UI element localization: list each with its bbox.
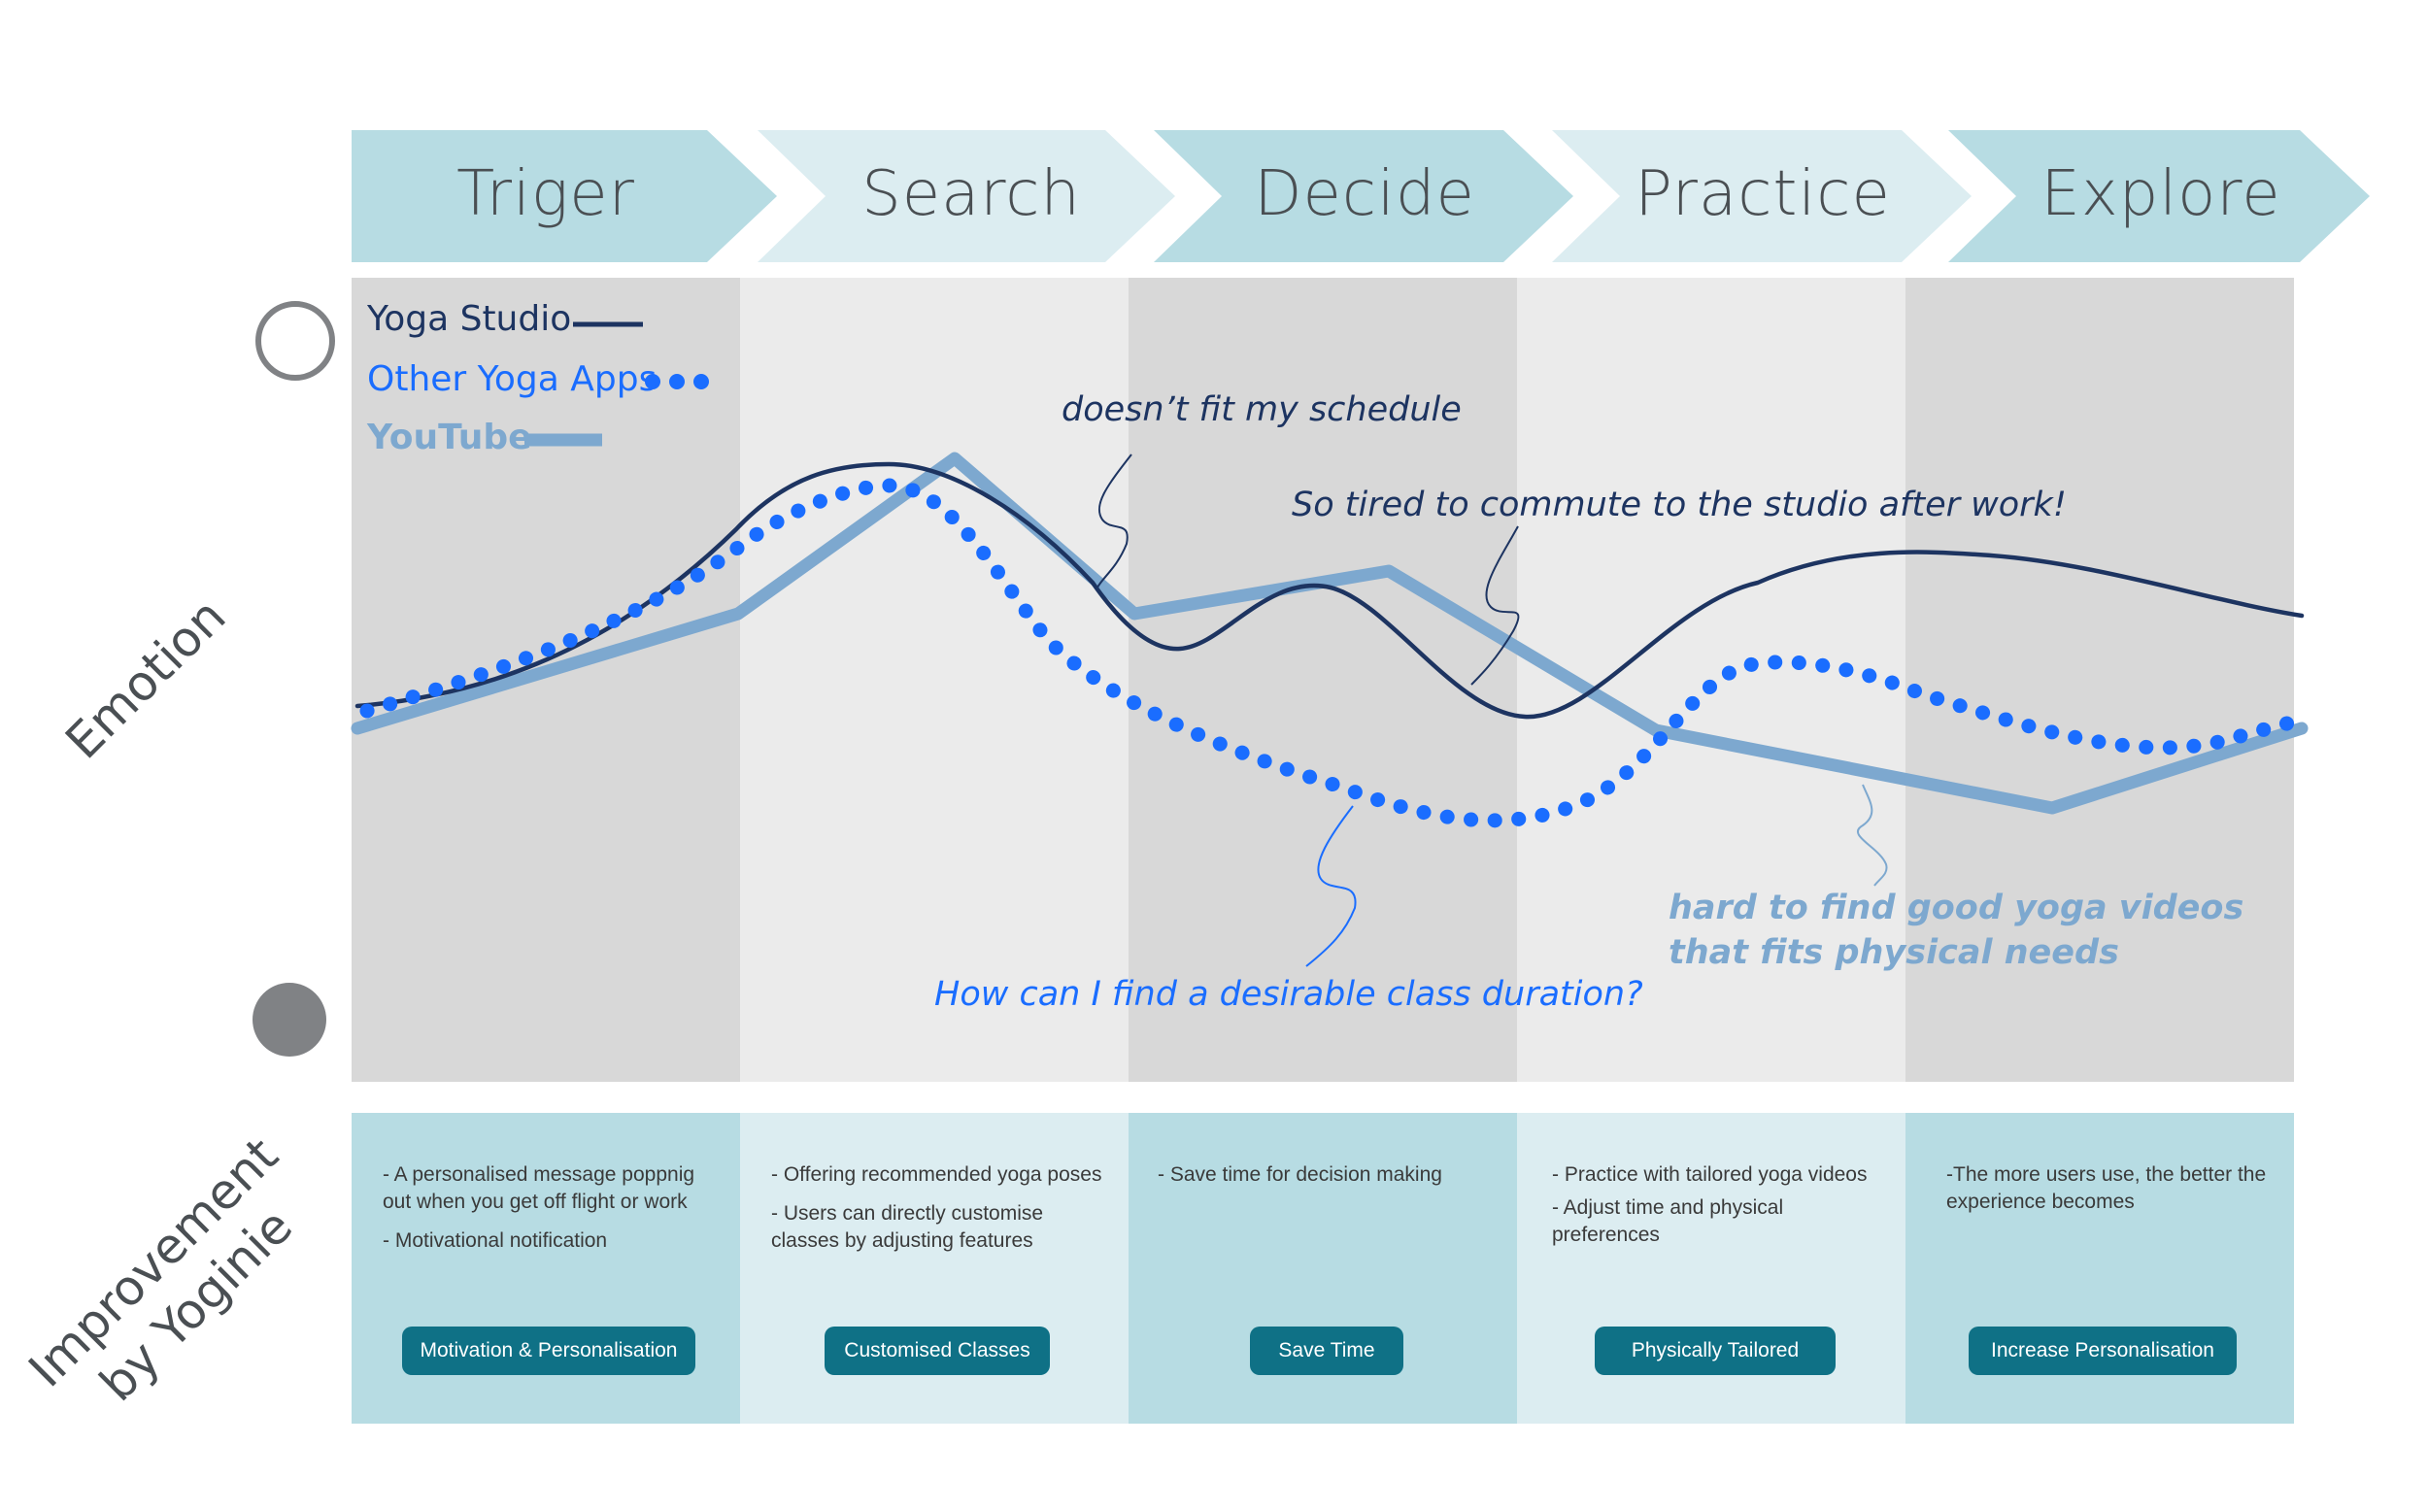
stage-search-label: Search: [861, 158, 1081, 230]
pointer-commute: [1470, 525, 1520, 686]
emotion-panel-triger: [352, 278, 740, 1082]
legend-other-yoga-apps: Other Yoga Apps: [367, 359, 658, 399]
yoga-studio-line: [354, 461, 2305, 720]
improvement-point: - Practice with tailored yoga videos: [1552, 1163, 1868, 1186]
improvement-search: - Offering recommended yoga poses - User…: [740, 1115, 1129, 1426]
stage-practice-label: Practice: [1635, 158, 1891, 230]
emotion-panel-search: [740, 278, 1129, 1082]
legend-youtube: YouTube: [367, 418, 532, 457]
emotion-panel-explore: [1905, 278, 2294, 1082]
annotation-videos-line1: hard to find good yoga videos: [1669, 889, 2244, 927]
improvement-points: - Offering recommended yoga poses - User…: [771, 1161, 1111, 1266]
customised-classes-button[interactable]: Customised Classes: [825, 1327, 1050, 1375]
improvement-point: - Motivational notification: [383, 1229, 608, 1252]
stage-chevron-practice: [1552, 130, 1972, 262]
improvement-point: -The more users use, the better the expe…: [1946, 1163, 2267, 1213]
improvement-points: - A personalised message poppnig out whe…: [383, 1161, 723, 1266]
stage-triger-label: Triger: [456, 158, 635, 230]
increase-personalisation-button[interactable]: Increase Personalisation: [1969, 1327, 2237, 1375]
pointer-duration: [1305, 805, 1357, 967]
annotation-videos: hard to find good yoga videos that fits …: [1669, 886, 2243, 975]
improvement-points: - Save time for decision making: [1158, 1161, 1500, 1200]
stage-chevron-search: [758, 130, 1175, 262]
smiley-face-icon: [255, 301, 335, 381]
annotation-schedule: doesn’t fit my schedule: [1062, 390, 1462, 429]
pointer-schedule: [1096, 454, 1132, 588]
improvement-point: - A personalised message poppnig out whe…: [383, 1163, 695, 1213]
save-time-button[interactable]: Save Time: [1250, 1327, 1403, 1375]
physically-tailored-button[interactable]: Physically Tailored: [1595, 1327, 1836, 1375]
sad-face-icon: [253, 983, 326, 1057]
improvement-triger: - A personalised message poppnig out whe…: [352, 1115, 740, 1426]
annotation-commute: So tired to commute to the studio after …: [1292, 486, 2067, 524]
other-yoga-apps-line: [359, 478, 2308, 828]
legend-yoga-studio: Yoga Studio: [367, 299, 572, 339]
stage-chevron-explore: [1948, 130, 2370, 262]
stage-explore-label: Explore: [2040, 158, 2281, 230]
improvement-point: - Save time for decision making: [1158, 1163, 1442, 1186]
pointer-videos: [1856, 784, 1888, 887]
improvement-point: - Users can directly customise classes b…: [771, 1202, 1044, 1252]
youtube-line: [351, 452, 2309, 815]
legend-apps-dots: [645, 374, 709, 389]
improvement-point: - Adjust time and physical preferences: [1552, 1196, 1784, 1246]
stage-chevron-decide: [1154, 130, 1573, 262]
improvement-explore: -The more users use, the better the expe…: [1905, 1115, 2294, 1426]
improvement-decide: - Save time for decision making Save Tim…: [1129, 1115, 1517, 1426]
improvement-practice: - Practice with tailored yoga videos - A…: [1517, 1115, 1905, 1426]
annotation-videos-line2: that fits physical needs: [1669, 933, 2119, 972]
stage-chevron-triger: [352, 130, 777, 262]
motivation-personalisation-button[interactable]: Motivation & Personalisation: [402, 1327, 695, 1375]
improvement-points: - Practice with tailored yoga videos - A…: [1552, 1161, 1888, 1260]
annotation-duration: How can I find a desirable class duratio…: [934, 975, 1643, 1014]
improvement-point: - Offering recommended yoga poses: [771, 1163, 1102, 1186]
stage-decide-label: Decide: [1254, 158, 1475, 230]
improvement-points: -The more users use, the better the expe…: [1946, 1161, 2267, 1227]
